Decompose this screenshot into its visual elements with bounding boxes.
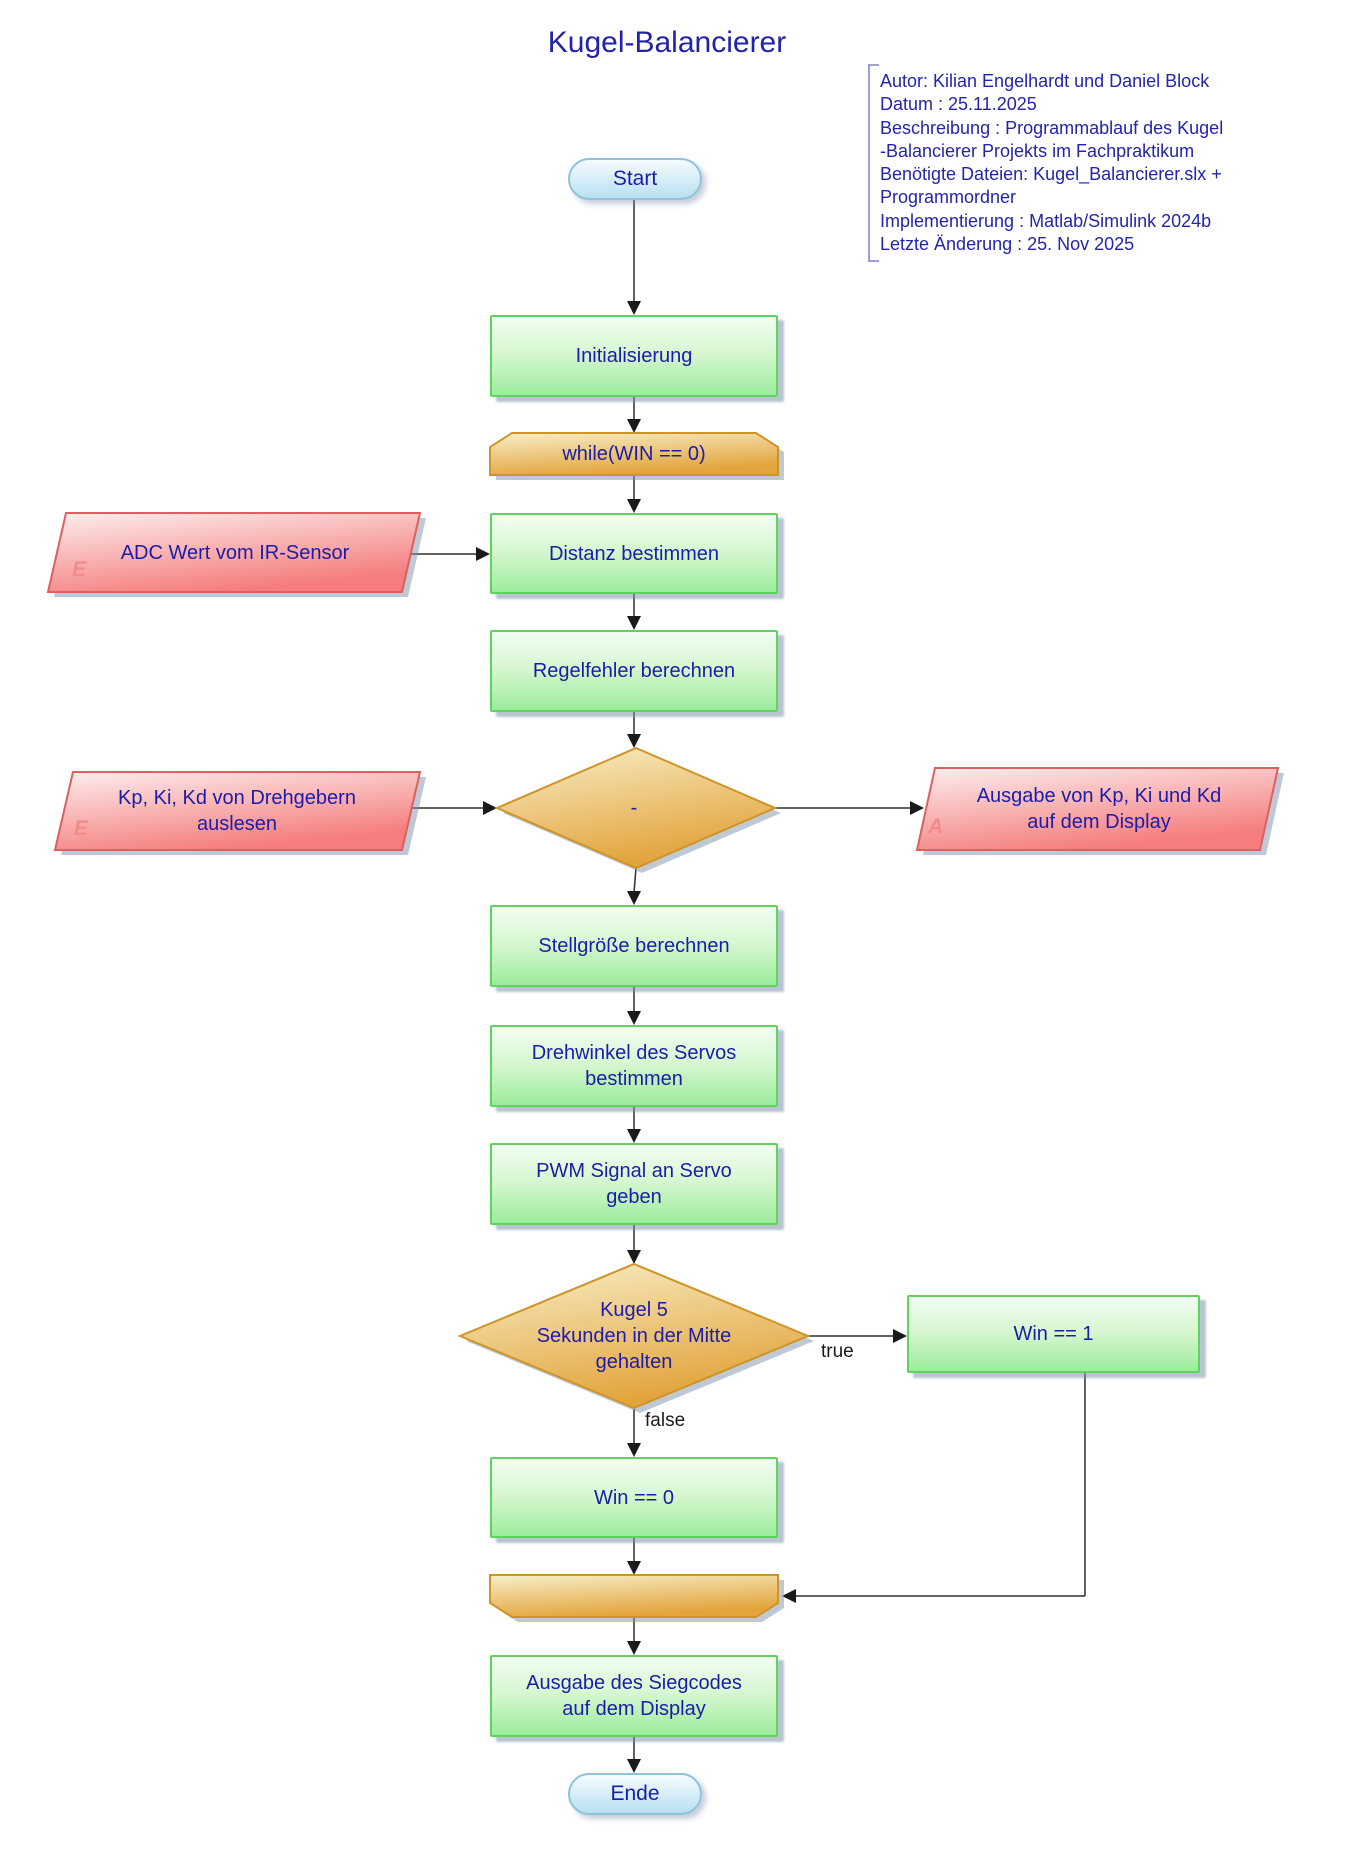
connectors bbox=[407, 200, 1086, 1761]
edge-label-false: false bbox=[645, 1410, 686, 1431]
node-siegcode-ausgabe: Ausgabe des Siegcodes auf dem Display bbox=[490, 1655, 778, 1737]
annotation-line: Implementierung : Matlab/Simulink 2024b bbox=[880, 210, 1212, 231]
arrowhead bbox=[627, 1129, 641, 1143]
arrowhead bbox=[627, 891, 641, 905]
node-start-label: Start bbox=[612, 167, 658, 190]
annotation-block: Autor: Kilian Engelhardt und Daniel Bloc… bbox=[868, 64, 1300, 263]
node-siegcode-line2: auf dem Display bbox=[562, 1698, 706, 1720]
arrowhead bbox=[627, 1443, 641, 1457]
kp-input-shape bbox=[53, 771, 422, 851]
arrowhead bbox=[627, 616, 641, 630]
decision-kugel-shape bbox=[457, 1262, 811, 1410]
annotation-line: Benötigte Dateien: Kugel_Balancierer.slx… bbox=[880, 164, 1222, 185]
arrowhead bbox=[627, 1759, 641, 1773]
node-drehwinkel-line2: bestimmen bbox=[585, 1068, 683, 1090]
node-drehwinkel-line1: Drehwinkel des Servos bbox=[531, 1042, 737, 1064]
connector-decision-stellgroesse bbox=[633, 867, 637, 894]
kp-output-tag-a: A bbox=[928, 815, 944, 838]
annotation-line: Autor: Kilian Engelhardt und Daniel Bloc… bbox=[880, 71, 1210, 91]
arrowhead bbox=[910, 801, 924, 815]
node-initialisierung-label: Initialisierung bbox=[575, 345, 693, 367]
while-loop-shape bbox=[489, 432, 779, 476]
arrowhead bbox=[476, 547, 490, 561]
node-regelfehler-label: Regelfehler berechnen bbox=[532, 660, 736, 682]
kp-input-tag-e: E bbox=[74, 817, 89, 840]
annotation-line: Programmordner bbox=[880, 187, 1017, 208]
loop-end-shape bbox=[489, 1574, 779, 1618]
annotation-line: -Balancierer Projekts im Fachpraktikum bbox=[880, 140, 1195, 161]
node-start-terminal: Start bbox=[568, 158, 702, 200]
adc-input-shape bbox=[46, 512, 422, 593]
node-pwm-signal: PWM Signal an Servo geben bbox=[490, 1143, 778, 1225]
node-drehwinkel-bestimmen: Drehwinkel des Servos bestimmen bbox=[490, 1025, 778, 1107]
node-stellgroesse-label: Stellgröße berechnen bbox=[538, 935, 730, 957]
decision-pid-shape bbox=[494, 746, 778, 870]
node-ende-label: Ende bbox=[610, 1782, 660, 1805]
node-win-1: Win == 1 bbox=[907, 1295, 1200, 1373]
node-distanz-bestimmen: Distanz bestimmen bbox=[490, 513, 778, 594]
annotation-line: Beschreibung : Programmablauf des Kugel bbox=[880, 117, 1224, 138]
node-win1-label: Win == 1 bbox=[1013, 1323, 1094, 1345]
node-ende-terminal: Ende bbox=[568, 1773, 702, 1815]
arrowhead bbox=[627, 1561, 641, 1575]
node-regelfehler-berechnen: Regelfehler berechnen bbox=[490, 630, 778, 712]
node-stellgroesse-berechnen: Stellgröße berechnen bbox=[490, 905, 778, 987]
edge-label-true: true bbox=[821, 1341, 854, 1362]
arrowheads bbox=[476, 301, 924, 1773]
arrowhead bbox=[627, 419, 641, 433]
annotation-line: Datum : 25.11.2025 bbox=[880, 94, 1037, 115]
arrowhead bbox=[893, 1329, 907, 1343]
arrowhead bbox=[483, 801, 497, 815]
arrowhead bbox=[627, 1011, 641, 1025]
adc-input-tag-e: E bbox=[72, 558, 87, 581]
node-pwm-line1: PWM Signal an Servo bbox=[536, 1160, 732, 1182]
arrowhead bbox=[627, 301, 641, 315]
arrowhead bbox=[782, 1589, 796, 1603]
node-win0-label: Win == 0 bbox=[593, 1486, 675, 1509]
arrowhead bbox=[627, 1641, 641, 1655]
arrowhead bbox=[627, 499, 641, 513]
node-siegcode-line1: Ausgabe des Siegcodes bbox=[526, 1672, 742, 1694]
node-win-0: Win == 0 bbox=[490, 1457, 778, 1538]
node-initialisierung: Initialisierung bbox=[490, 315, 778, 397]
arrowhead bbox=[627, 1250, 641, 1264]
node-distanz-label: Distanz bestimmen bbox=[548, 542, 720, 565]
arrowhead bbox=[627, 734, 641, 748]
page-title: Kugel-Balancierer bbox=[547, 26, 787, 59]
annotation-line: Letzte Änderung : 25. Nov 2025 bbox=[880, 234, 1135, 255]
node-pwm-line2: geben bbox=[606, 1186, 662, 1208]
kp-output-shape bbox=[915, 767, 1280, 851]
